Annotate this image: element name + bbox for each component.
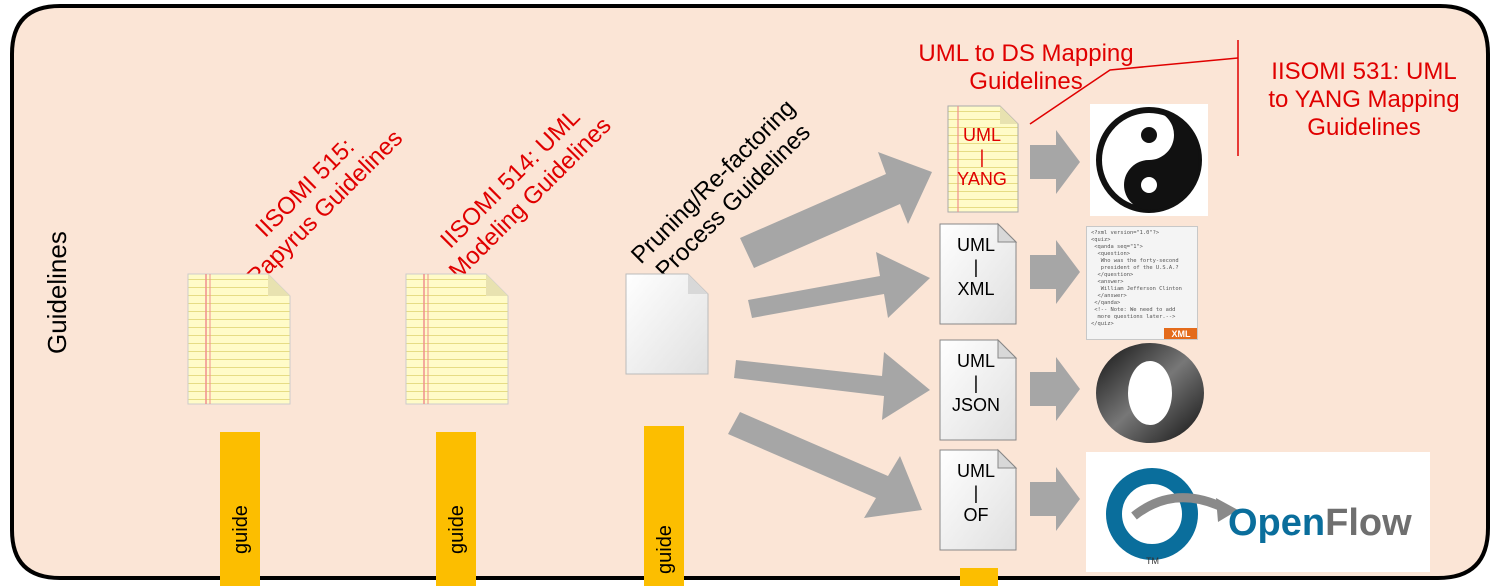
arrow-to-yang — [740, 152, 932, 268]
doc-line2: | — [973, 483, 979, 503]
doc-line1: UML — [956, 235, 995, 255]
notepad-icon — [187, 273, 291, 405]
arrow-json-target — [1030, 357, 1080, 421]
json-logo-icon — [1096, 343, 1204, 443]
xml-code: <?xml version="1.0"?><quiz> <qanda seq="… — [1091, 230, 1182, 328]
arrow-to-json — [734, 352, 930, 420]
guide-tag: guide — [436, 432, 476, 586]
xml-code-line: Who was the forty-second — [1091, 258, 1179, 264]
doc-line2: | — [973, 373, 979, 393]
yin-yang-icon — [1090, 104, 1208, 216]
doc-line1: UML — [956, 351, 995, 371]
arrow-yang-target — [1030, 130, 1080, 194]
xml-code-line: president of the U.S.A.? — [1091, 265, 1179, 271]
guide-tag: guide — [644, 426, 684, 586]
blank-doc-icon — [939, 222, 1018, 325]
doc-line2: | — [973, 257, 979, 277]
doc-line1: UML — [962, 125, 1001, 145]
doc-line3: XML — [957, 279, 995, 299]
openflow-wordmark: OpenFlow — [1228, 502, 1412, 545]
arrow-xml-target — [1030, 240, 1080, 304]
doc-xml-label: UML | XML — [946, 234, 1006, 300]
callout-line2: to YANG Mapping — [1268, 86, 1460, 113]
callout-line — [1029, 57, 1239, 125]
xml-code-line: <qanda seq="1"> — [1091, 244, 1143, 250]
xml-code-line: </answer> — [1091, 293, 1127, 299]
notepad-icon — [405, 273, 509, 405]
blank-doc-icon — [939, 338, 1018, 441]
openflow-tm: TM — [1146, 556, 1159, 566]
xml-code-line: </question> — [1091, 272, 1134, 278]
openflow-flow: Flow — [1325, 502, 1412, 544]
arrow-to-xml — [748, 252, 930, 318]
xml-code-line: more questions later.--> — [1091, 314, 1176, 320]
mapping-title-line2: Guidelines — [969, 68, 1083, 95]
guide-tag — [960, 568, 998, 586]
xml-code-line: <question> — [1091, 251, 1130, 257]
openflow-open: Open — [1228, 502, 1326, 544]
doc-line1: UML — [956, 461, 995, 481]
xml-code-line: </qanda> — [1091, 300, 1121, 306]
xml-code-line: William Jefferson Clinton — [1091, 286, 1182, 292]
openflow-swirl-icon — [1106, 468, 1238, 560]
doc-line3: YANG — [957, 169, 1007, 189]
xml-badge: XML — [1164, 328, 1197, 339]
doc-json-label: UML | JSON — [946, 350, 1006, 416]
mapping-title: UML to DS Mapping Guidelines — [896, 40, 1156, 96]
callout-line1: IISOMI 531: UML — [1271, 58, 1457, 85]
mapping-title-line1: UML to DS Mapping — [918, 40, 1134, 67]
doc-yang-label: UML | YANG — [952, 124, 1012, 190]
arrow-of-target — [1030, 467, 1080, 531]
xml-code-line: </quiz> — [1091, 321, 1114, 327]
xml-code-line: <?xml version="1.0"?> — [1091, 230, 1160, 236]
blank-doc-icon — [939, 448, 1018, 551]
doc-line3: OF — [963, 505, 989, 525]
doc-of-label: UML | OF — [946, 460, 1006, 526]
xml-code-line: <quiz> — [1091, 237, 1111, 243]
xml-code-line: <!-- Note: We need to add — [1091, 307, 1176, 313]
doc-line2: | — [979, 147, 985, 167]
callout-line3: Guidelines — [1307, 114, 1421, 141]
xml-code-line: <answer> — [1091, 279, 1124, 285]
guide-tag: guide — [220, 432, 260, 586]
arrow-to-of — [728, 412, 922, 518]
openflow-logo: OpenFlow TM — [1086, 452, 1430, 572]
notepad-doc-icon — [947, 105, 1019, 213]
doc-line3: JSON — [951, 395, 1000, 415]
xml-file-icon: <?xml version="1.0"?><quiz> <qanda seq="… — [1086, 226, 1198, 340]
callout-text: IISOMI 531: UML to YANG Mapping Guidelin… — [1254, 58, 1474, 142]
blank-document-icon — [625, 273, 709, 375]
